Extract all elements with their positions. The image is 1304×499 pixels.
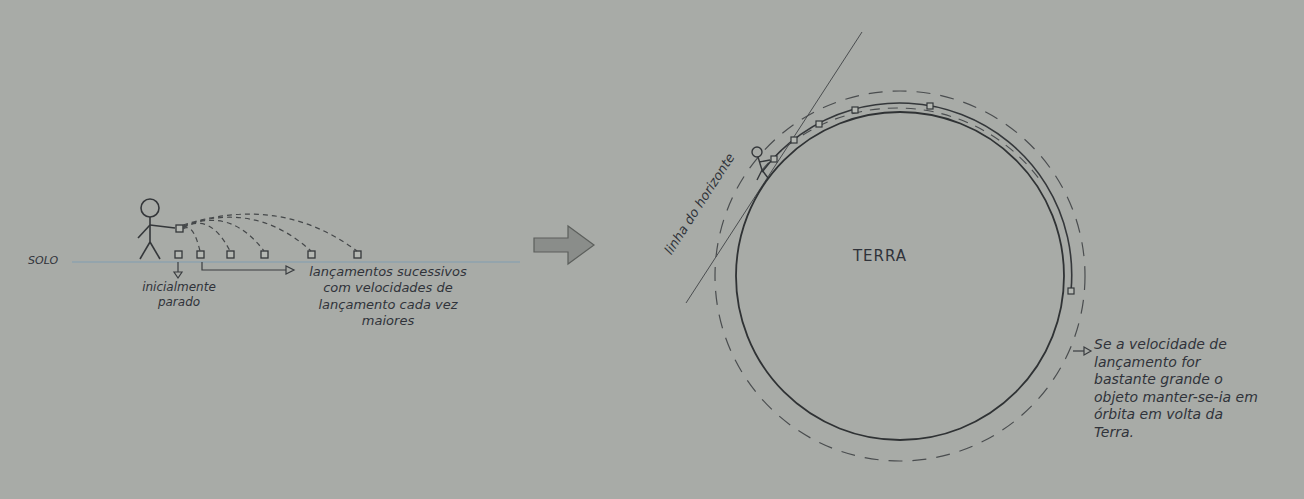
transition-arrow <box>534 226 594 264</box>
earth-outline <box>735 111 1065 441</box>
trajectory <box>762 103 1072 291</box>
person-figure <box>138 199 175 259</box>
thrown-object <box>771 103 1074 294</box>
leader-arrow <box>1073 347 1091 355</box>
horizon-line <box>686 32 862 303</box>
annotation: lançamentos sucessivos com velocidades d… <box>298 264 478 329</box>
annotation: inicialmente parado <box>136 280 222 310</box>
leader-arrow <box>174 262 294 278</box>
annotation: Se a velocidade de lançamento for bastan… <box>1094 336 1262 441</box>
earth-circle: TERRA <box>735 111 1065 441</box>
ground-label: SOLO <box>28 254 72 268</box>
person-figure <box>752 147 770 180</box>
orbit-path <box>715 91 1085 461</box>
thrown-object <box>175 225 361 258</box>
trajectory <box>183 214 357 251</box>
ground-line <box>72 261 520 263</box>
node-title: TERRA <box>853 247 907 265</box>
